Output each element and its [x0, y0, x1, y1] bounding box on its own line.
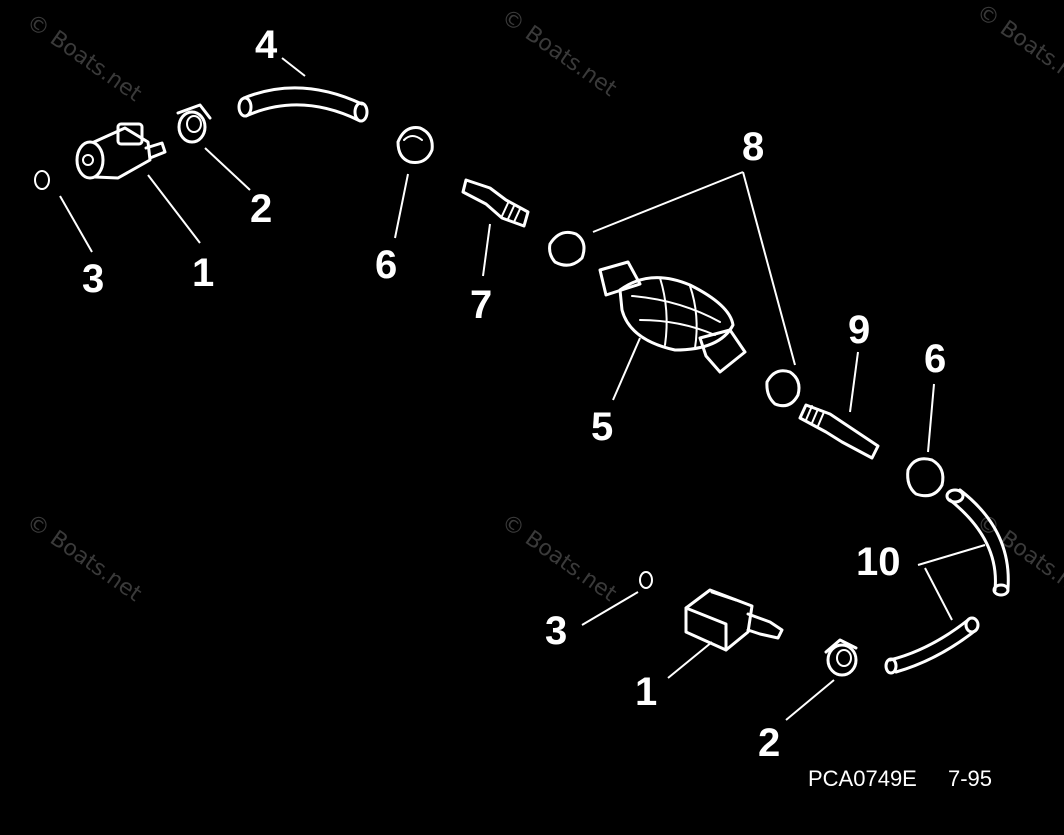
- leader-5: [612, 337, 641, 401]
- callout-2-upper: 2: [250, 187, 272, 231]
- callout-10: 10: [856, 540, 901, 584]
- hose-fitting-upper-part: [461, 178, 530, 228]
- leader-3-upper: [59, 195, 93, 253]
- watermark-top-right: © Boats.net: [972, 0, 1064, 97]
- fuel-connector-upper-part: [75, 122, 167, 180]
- callout-6-lower: 6: [924, 337, 946, 381]
- hose-clamp-lower-part: [824, 638, 858, 677]
- hose-short-part: [237, 86, 369, 123]
- leader-2-upper: [204, 147, 251, 191]
- watermark-bottom-right: © Boats.net: [972, 509, 1064, 607]
- watermark-bottom-left: © Boats.net: [22, 509, 147, 607]
- leader-8-to-upper-clamp: [592, 171, 744, 233]
- leader-8-to-lower-clamp: [742, 171, 796, 366]
- o-ring-lower-part: [639, 571, 653, 589]
- leader-6-lower: [927, 383, 935, 453]
- leader-6-upper: [394, 173, 409, 239]
- callout-3-lower: 3: [545, 609, 567, 653]
- watermark-top-center: © Boats.net: [497, 4, 622, 102]
- o-ring-upper-part: [34, 170, 50, 190]
- fuel-connector-lower-part: [684, 588, 784, 652]
- callout-1-lower: 1: [635, 670, 657, 714]
- callout-4: 4: [255, 23, 278, 67]
- clamp-lower-part: [906, 457, 945, 498]
- callout-9: 9: [848, 308, 870, 352]
- clamp-upper-part: [396, 126, 434, 164]
- leader-1-lower: [667, 641, 713, 679]
- hose-fitting-lower-part: [798, 403, 880, 460]
- callout-3-upper: 3: [82, 257, 104, 301]
- callout-6-upper: 6: [375, 243, 397, 287]
- callout-8: 8: [742, 125, 764, 169]
- leader-7: [482, 223, 491, 277]
- drawing-revision: 7-95: [948, 766, 992, 791]
- primer-bulb-part: [598, 260, 747, 374]
- callout-5: 5: [591, 405, 613, 449]
- hose-clamp-upper-part: [176, 103, 212, 144]
- clamp-8-upper-part: [548, 230, 586, 267]
- drawing-code: PCA0749E: [808, 766, 917, 791]
- hose-long-part: [884, 488, 1010, 675]
- clamp-8-lower-part: [765, 369, 801, 408]
- leader-10-to-upper-hose: [917, 544, 986, 566]
- callout-1-upper: 1: [192, 251, 214, 295]
- watermarks: © Boats.net © Boats.net © Boats.net © Bo…: [22, 0, 1064, 607]
- leader-2-lower: [785, 679, 835, 721]
- leader-9: [849, 351, 859, 413]
- leader-1-upper: [147, 174, 201, 244]
- watermark-top-left: © Boats.net: [22, 9, 147, 107]
- leader-10-to-lower-hose: [924, 567, 953, 621]
- watermark-bottom-center: © Boats.net: [497, 509, 622, 607]
- leader-3-lower: [581, 591, 639, 626]
- leader-4: [281, 57, 306, 77]
- callout-7: 7: [470, 283, 492, 327]
- callout-2-lower: 2: [758, 721, 780, 765]
